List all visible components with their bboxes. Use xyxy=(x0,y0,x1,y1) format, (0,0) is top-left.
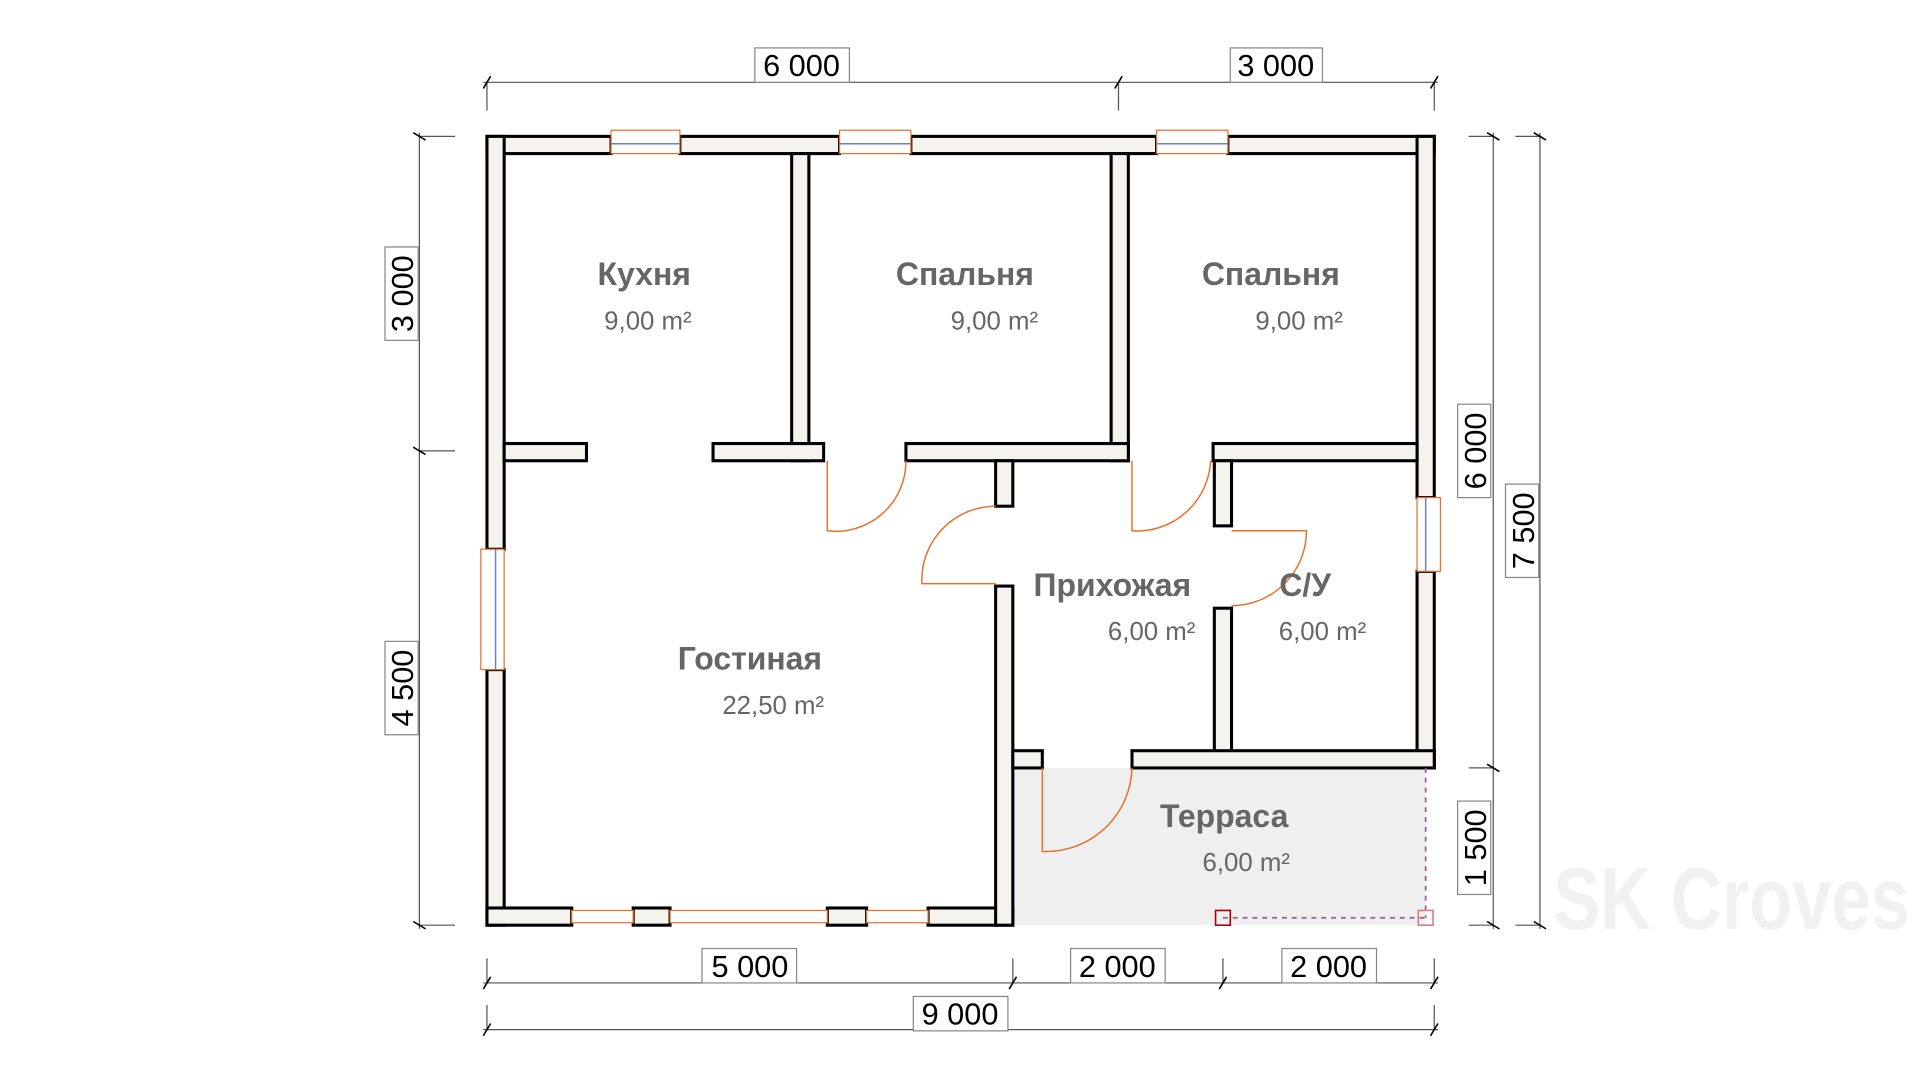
dim-bottom-2000a: 2 000 xyxy=(1079,949,1156,984)
room-name: С/У xyxy=(1279,567,1332,603)
room-name: Терраса xyxy=(1160,798,1289,834)
room-name: Спальня xyxy=(896,256,1034,292)
dim-right-6000: 6 000 xyxy=(1458,412,1493,489)
dim-right-7500: 7 500 xyxy=(1506,492,1541,569)
dim-top-3000: 3 000 xyxy=(1237,48,1314,83)
dim-right-1500: 1 500 xyxy=(1458,809,1493,886)
dim-bottom-5000: 5 000 xyxy=(711,949,788,984)
terrace-railing xyxy=(1214,767,1434,926)
watermark: SK Croves xyxy=(1553,849,1909,948)
room-area: 6,00 m² xyxy=(1279,618,1367,646)
room-name: Спальня xyxy=(1202,256,1340,292)
room-name: Прихожая xyxy=(1034,567,1192,603)
dimension-labels: 6 000 3 000 3 000 4 500 6 000 1 500 7 50… xyxy=(384,47,1541,1032)
doors xyxy=(826,460,1308,853)
room-name: Гостиная xyxy=(678,641,822,677)
room-area: 6,00 m² xyxy=(1108,618,1196,646)
dim-left-4500: 4 500 xyxy=(385,650,420,727)
room-area: 9,00 m² xyxy=(951,307,1039,335)
room-area: 9,00 m² xyxy=(604,307,692,335)
dim-top-6000: 6 000 xyxy=(763,48,840,83)
room-area: 22,50 m² xyxy=(722,692,824,720)
room-name: Кухня xyxy=(598,256,691,292)
dim-bottom-2000b: 2 000 xyxy=(1290,949,1367,984)
room-area: 9,00 m² xyxy=(1255,307,1343,335)
windows xyxy=(480,129,1442,924)
dim-left-3000: 3 000 xyxy=(385,255,420,332)
room-area: 6,00 m² xyxy=(1203,849,1291,877)
dim-bottom-9000: 9 000 xyxy=(922,997,999,1032)
room-labels: Кухня 9,00 m² Спальня 9,00 m² Спальня 9,… xyxy=(598,256,1367,877)
terrace-floor xyxy=(1012,767,1426,926)
